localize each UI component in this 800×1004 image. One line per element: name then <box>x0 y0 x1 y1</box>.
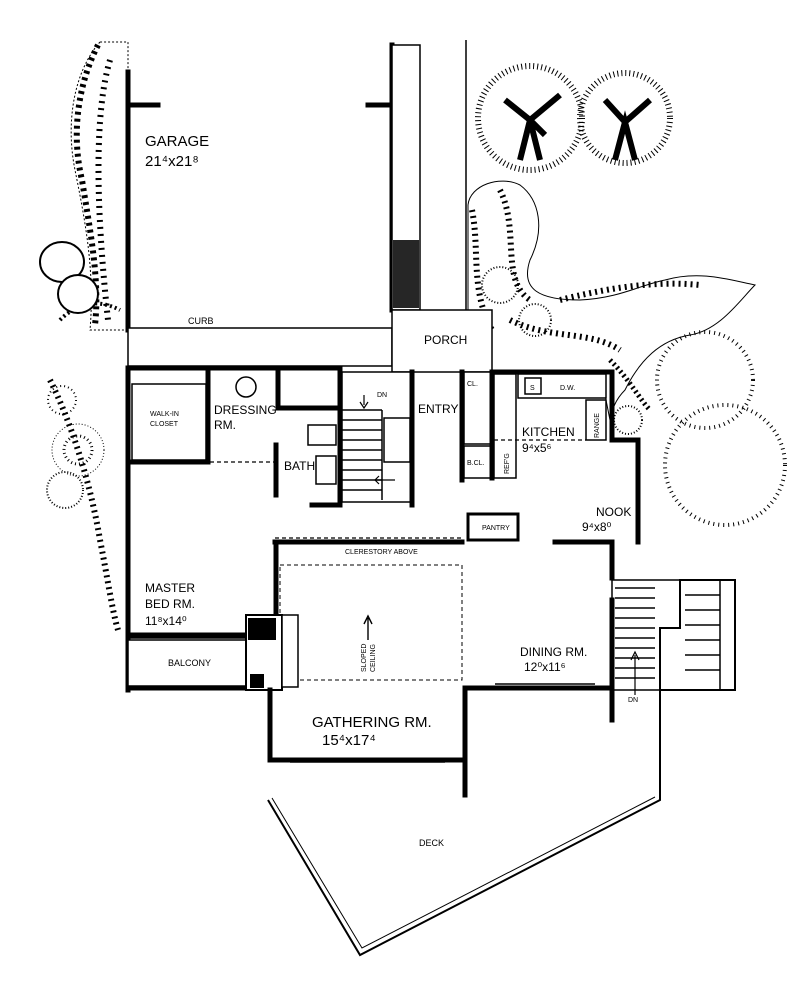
stair-dn-label: DN <box>377 392 387 399</box>
curb <box>127 327 393 367</box>
dining-dims: 12⁰x11⁶ <box>524 660 566 674</box>
master-bed-label: BED RM. <box>145 597 195 611</box>
bath-label: BATH <box>284 459 315 473</box>
sloped-ceiling-label: SLOPED <box>361 644 368 672</box>
gathering-label: GATHERING RM. <box>312 714 432 731</box>
dishwasher-label: D.W. <box>560 385 575 392</box>
porch <box>391 309 493 373</box>
pantry <box>466 512 520 542</box>
dressing-label: DRESSING <box>214 403 277 417</box>
range-label: RANGE <box>594 413 601 438</box>
curb-label: CURB <box>188 316 214 326</box>
refrigerator-label: REF'G <box>504 453 511 474</box>
deck-stair <box>611 579 721 691</box>
landscaping <box>39 41 787 631</box>
pantry-label: PANTRY <box>482 525 510 532</box>
right-groundcover <box>467 180 757 421</box>
palm-plant <box>47 385 77 415</box>
sloped-ceiling-label: CEILING <box>370 644 377 672</box>
kitchen-label: KITCHEN <box>522 425 575 439</box>
tree <box>577 70 673 166</box>
walk-in-closet-label: CLOSET <box>150 421 179 428</box>
palm-plant <box>613 405 643 435</box>
shrub <box>655 330 755 430</box>
entry-label: ENTRY <box>418 402 458 416</box>
dressing-label: RM. <box>214 418 236 432</box>
garage <box>125 40 493 373</box>
tree <box>475 63 585 173</box>
garage-label: GARAGE <box>145 133 209 150</box>
sink-label: S <box>530 385 535 392</box>
deck <box>267 579 736 957</box>
kitchen-dims: 9⁴x5⁶ <box>522 441 552 455</box>
palm-plant <box>51 423 105 477</box>
porch-label: PORCH <box>424 333 467 347</box>
palm-plant <box>518 303 552 337</box>
master-bed-dims: 11⁸x14⁰ <box>145 614 187 628</box>
master-bed-label: MASTER <box>145 581 195 595</box>
deck-label: DECK <box>419 838 444 848</box>
garage-dims: 21⁴x21⁸ <box>145 153 199 170</box>
boulder <box>57 274 99 314</box>
gathering-dims: 15⁴x17⁴ <box>322 732 376 749</box>
shrub <box>663 403 787 527</box>
dining-label: DINING RM. <box>520 645 587 659</box>
palm-plant <box>46 471 84 509</box>
nook-dims: 9⁴x8⁰ <box>582 520 612 534</box>
clerestory-label: CLERESTORY ABOVE <box>345 549 418 556</box>
palm-plant <box>481 266 519 304</box>
b-closet-label: B.CL. <box>467 460 485 467</box>
nook-label: NOOK <box>596 505 631 519</box>
deck-stair-dn-label: DN <box>628 697 638 704</box>
closet-label: CL. <box>467 381 478 388</box>
walk-in-closet-label: WALK-IN <box>150 411 179 418</box>
balcony-label: BALCONY <box>168 658 211 668</box>
room-labels: GARAGE 21⁴x21⁸ CURB PORCH WALK-IN CLOSET… <box>145 133 638 848</box>
